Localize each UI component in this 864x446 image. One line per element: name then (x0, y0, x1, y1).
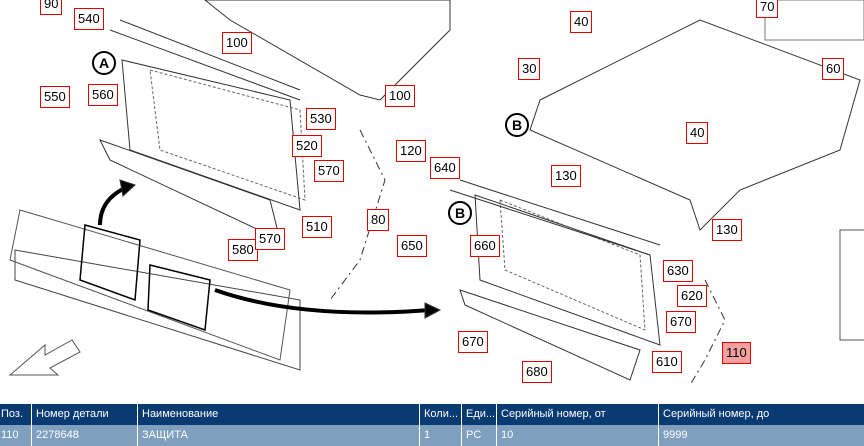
table-row[interactable]: 110 2278648 ЗАЩИТА 1 PC 10 9999 (0, 425, 864, 446)
callout-580[interactable]: 580 (228, 239, 258, 261)
callout-510[interactable]: 510 (302, 216, 332, 238)
marker-b: B (448, 201, 472, 225)
callout-60[interactable]: 60 (822, 58, 845, 80)
marker-b: B (505, 113, 529, 137)
callout-530[interactable]: 530 (306, 108, 336, 130)
callout-660[interactable]: 660 (470, 235, 500, 257)
cell-part-number: 2278648 (31, 425, 137, 446)
callout-30[interactable]: 30 (518, 58, 541, 80)
col-quantity[interactable]: Коли... (419, 404, 461, 425)
col-serial-to[interactable]: Серийный номер, до (658, 404, 864, 425)
exploded-view-drawing (8, 0, 864, 386)
callout-130[interactable]: 130 (551, 165, 581, 187)
cell-serial-to: 9999 (658, 425, 864, 446)
callout-520[interactable]: 520 (292, 135, 322, 157)
callout-620[interactable]: 620 (677, 285, 707, 307)
callout-130[interactable]: 130 (712, 219, 742, 241)
cell-serial-from: 10 (496, 425, 658, 446)
callout-80[interactable]: 80 (367, 209, 390, 231)
callout-610[interactable]: 610 (652, 351, 682, 373)
callout-120[interactable]: 120 (396, 140, 426, 162)
callout-560[interactable]: 560 (88, 84, 118, 106)
col-part-number[interactable]: Номер детали (31, 404, 137, 425)
callout-640[interactable]: 640 (430, 157, 460, 179)
col-position[interactable]: Поз. (1, 408, 23, 420)
callout-40[interactable]: 40 (686, 122, 709, 144)
cell-position: 110 (1, 429, 19, 441)
callout-650[interactable]: 650 (397, 235, 427, 257)
callout-70[interactable]: 70 (756, 0, 779, 18)
col-serial-from[interactable]: Серийный номер, от (496, 404, 658, 425)
callout-100[interactable]: 100 (385, 85, 415, 107)
table-header: Поз. Номер детали Наименование Коли... Е… (0, 404, 864, 425)
parts-table: Поз. Номер детали Наименование Коли... Е… (0, 404, 864, 446)
callout-550[interactable]: 550 (40, 86, 70, 108)
cell-quantity: 1 (419, 425, 461, 446)
callout-670[interactable]: 670 (458, 331, 488, 353)
callout-110-highlighted[interactable]: 110 (722, 342, 751, 364)
callout-90[interactable]: 90 (40, 0, 63, 15)
callout-40[interactable]: 40 (570, 11, 593, 33)
cell-unit: PC (461, 425, 496, 446)
callout-670[interactable]: 670 (666, 311, 696, 333)
col-unit[interactable]: Еди... (461, 404, 496, 425)
callout-570[interactable]: 570 (255, 228, 285, 250)
callout-540[interactable]: 540 (74, 8, 104, 30)
parts-diagram: A B B 90 540 550 560 100 100 530 520 570… (8, 0, 864, 386)
callout-680[interactable]: 680 (522, 361, 552, 383)
col-name[interactable]: Наименование (137, 404, 419, 425)
callout-570[interactable]: 570 (314, 160, 344, 182)
marker-a: A (92, 51, 116, 75)
callout-100[interactable]: 100 (222, 32, 252, 54)
cell-name: ЗАЩИТА (137, 425, 419, 446)
callout-630[interactable]: 630 (663, 260, 693, 282)
